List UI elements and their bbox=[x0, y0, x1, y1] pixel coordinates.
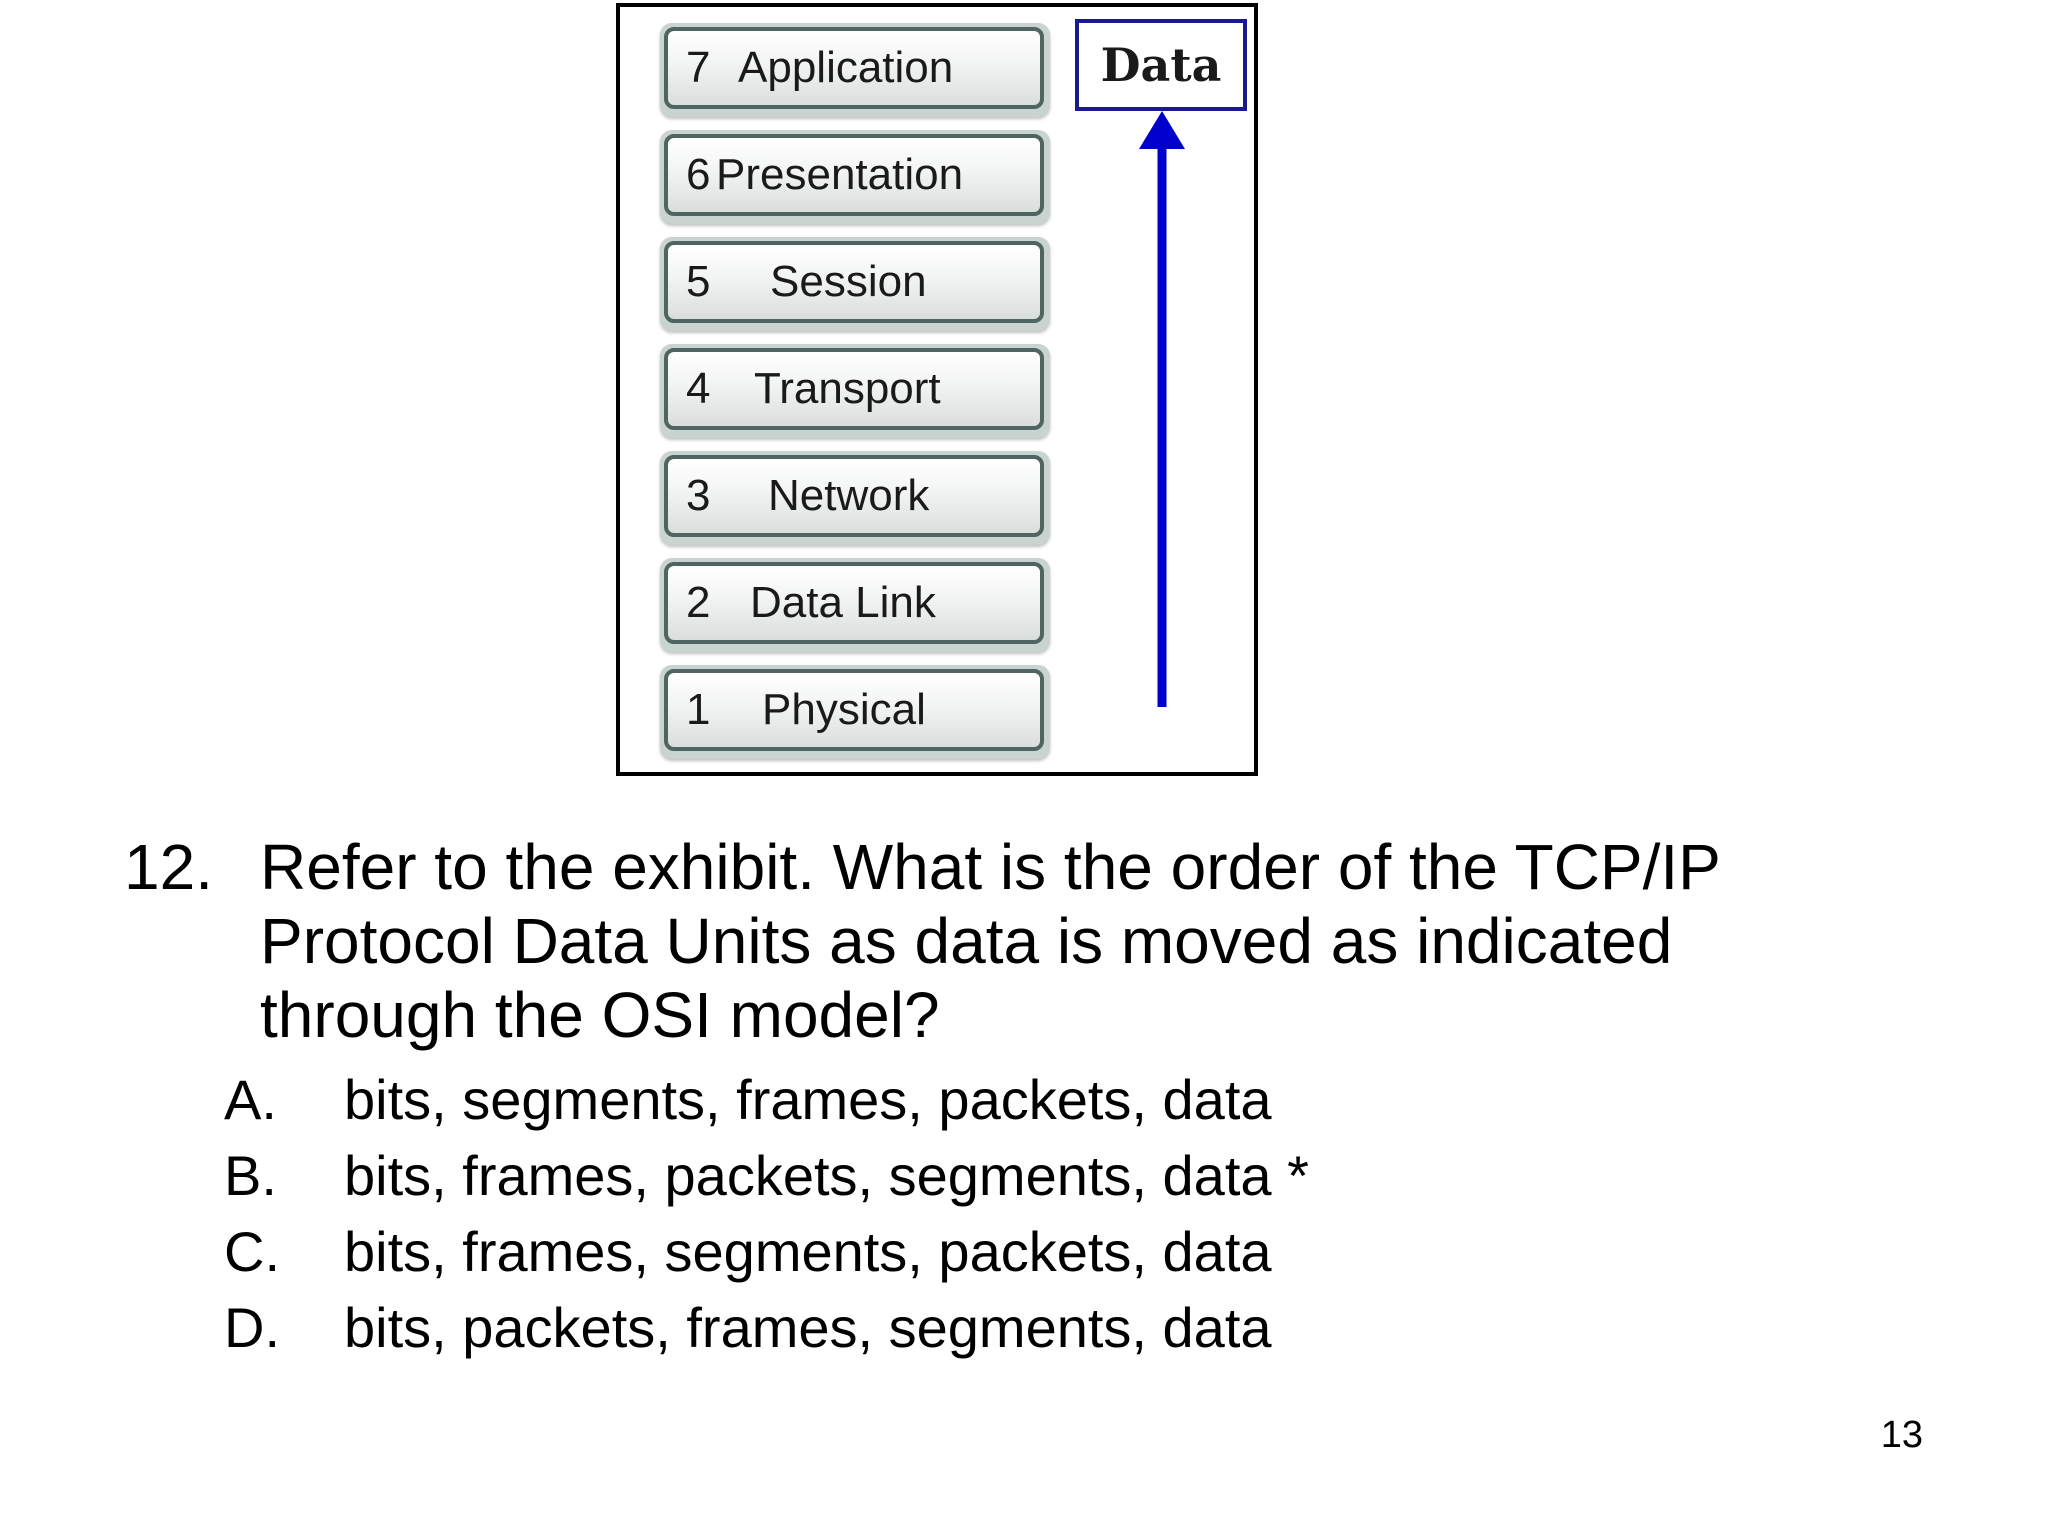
layer-name: Physical bbox=[762, 685, 926, 734]
answer-letter: A. bbox=[224, 1068, 277, 1131]
layer-name: Network bbox=[768, 471, 930, 520]
layer-name: Transport bbox=[754, 364, 941, 413]
answer-letter: D. bbox=[224, 1296, 280, 1359]
question-text: Refer to the exhibit. What is the order … bbox=[260, 831, 1720, 1051]
layer-name: Data Link bbox=[750, 578, 936, 627]
layer-name: Presentation bbox=[716, 150, 964, 199]
layer-number: 1 bbox=[686, 685, 711, 734]
page-number: 13 bbox=[1880, 1414, 1923, 1456]
osi-layer-6: 6 Presentation bbox=[660, 130, 1050, 224]
layer-number: 2 bbox=[686, 578, 711, 627]
answer-letter: B. bbox=[224, 1144, 277, 1207]
osi-layer-7: 7 Application bbox=[660, 23, 1050, 117]
answer-text: bits, frames, segments, packets, data bbox=[344, 1220, 1272, 1283]
layer-number: 7 bbox=[686, 43, 711, 92]
upward-arrow-icon bbox=[1139, 111, 1185, 707]
answer-letter: C. bbox=[224, 1220, 280, 1283]
osi-model-exhibit: 7 Application 6 Presentation 5 Session 4… bbox=[616, 3, 1258, 776]
layer-name: Session bbox=[770, 257, 927, 306]
osi-layer-5: 5 Session bbox=[660, 237, 1050, 331]
layer-number: 3 bbox=[686, 471, 711, 520]
osi-layer-stack: 7 Application 6 Presentation 5 Session 4… bbox=[660, 23, 1050, 772]
osi-layer-2: 2 Data Link bbox=[660, 558, 1050, 652]
layer-number: 4 bbox=[686, 364, 711, 413]
layer-name: Application bbox=[738, 43, 954, 92]
osi-layer-4: 4 Transport bbox=[660, 344, 1050, 438]
layer-number: 5 bbox=[686, 257, 711, 306]
answer-text: bits, segments, frames, packets, data bbox=[344, 1068, 1272, 1131]
osi-layer-3: 3 Network bbox=[660, 451, 1050, 545]
layer-number: 6 bbox=[686, 150, 711, 199]
osi-layer-1: 1 Physical bbox=[660, 665, 1050, 759]
question-number: 12. bbox=[124, 831, 213, 903]
answer-text: bits, packets, frames, segments, data bbox=[344, 1296, 1272, 1359]
answer-text: bits, frames, packets, segments, data * bbox=[344, 1144, 1309, 1207]
data-label-box: Data bbox=[1075, 19, 1247, 111]
